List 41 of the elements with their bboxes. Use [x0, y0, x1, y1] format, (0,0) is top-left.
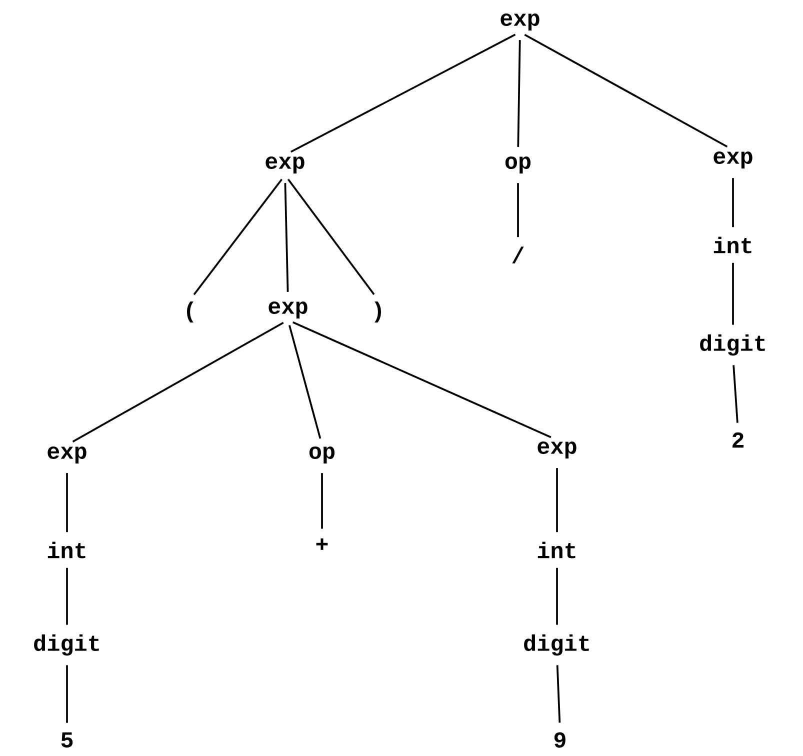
tree-edge [288, 324, 322, 439]
tree-node-label: 9 [554, 732, 566, 748]
tree-node-label: exp [538, 442, 576, 458]
tree-edge [287, 178, 375, 296]
tree-node-label: ) [374, 301, 381, 323]
tree-edge [321, 473, 323, 529]
tree-edge [290, 34, 516, 153]
tree-node-label: exp [266, 156, 304, 174]
tree-edge [66, 665, 68, 723]
tree-node-label: exp [714, 152, 752, 168]
tree-edge [292, 321, 552, 438]
tree-node-label: + [316, 538, 328, 550]
tree-edge [732, 178, 734, 228]
tree-node-label: int [538, 542, 576, 558]
tree-node-label: op [309, 446, 335, 464]
tree-node-label: exp [268, 302, 308, 318]
tree-edge [66, 473, 68, 532]
tree-edge [193, 178, 283, 296]
tree-node-label: op [505, 156, 531, 174]
tree-edge [284, 183, 289, 292]
tree-edge [517, 183, 519, 238]
tree-node-label: exp [48, 446, 86, 464]
tree-edge [72, 322, 284, 442]
tree-node-label: digit [524, 634, 589, 656]
tree-node-label: digit [700, 334, 765, 356]
tree-node-label: 5 [61, 732, 73, 748]
tree-edge [556, 468, 558, 532]
tree-edge [732, 262, 734, 325]
tree-edge [732, 365, 738, 423]
tree-node-label: ( [187, 301, 194, 323]
tree-node-label: 2 [732, 432, 744, 448]
tree-node-label: exp [500, 14, 540, 30]
tree-edge [556, 568, 558, 625]
tree-edge [556, 665, 561, 723]
tree-edge [66, 568, 68, 625]
tree-node-label: / [512, 246, 524, 264]
tree-node-label: digit [34, 634, 99, 656]
tree-edge [524, 34, 728, 148]
tree-node-label: int [48, 542, 86, 558]
tree-edge [517, 40, 521, 147]
tree-node-label: int [714, 236, 752, 254]
